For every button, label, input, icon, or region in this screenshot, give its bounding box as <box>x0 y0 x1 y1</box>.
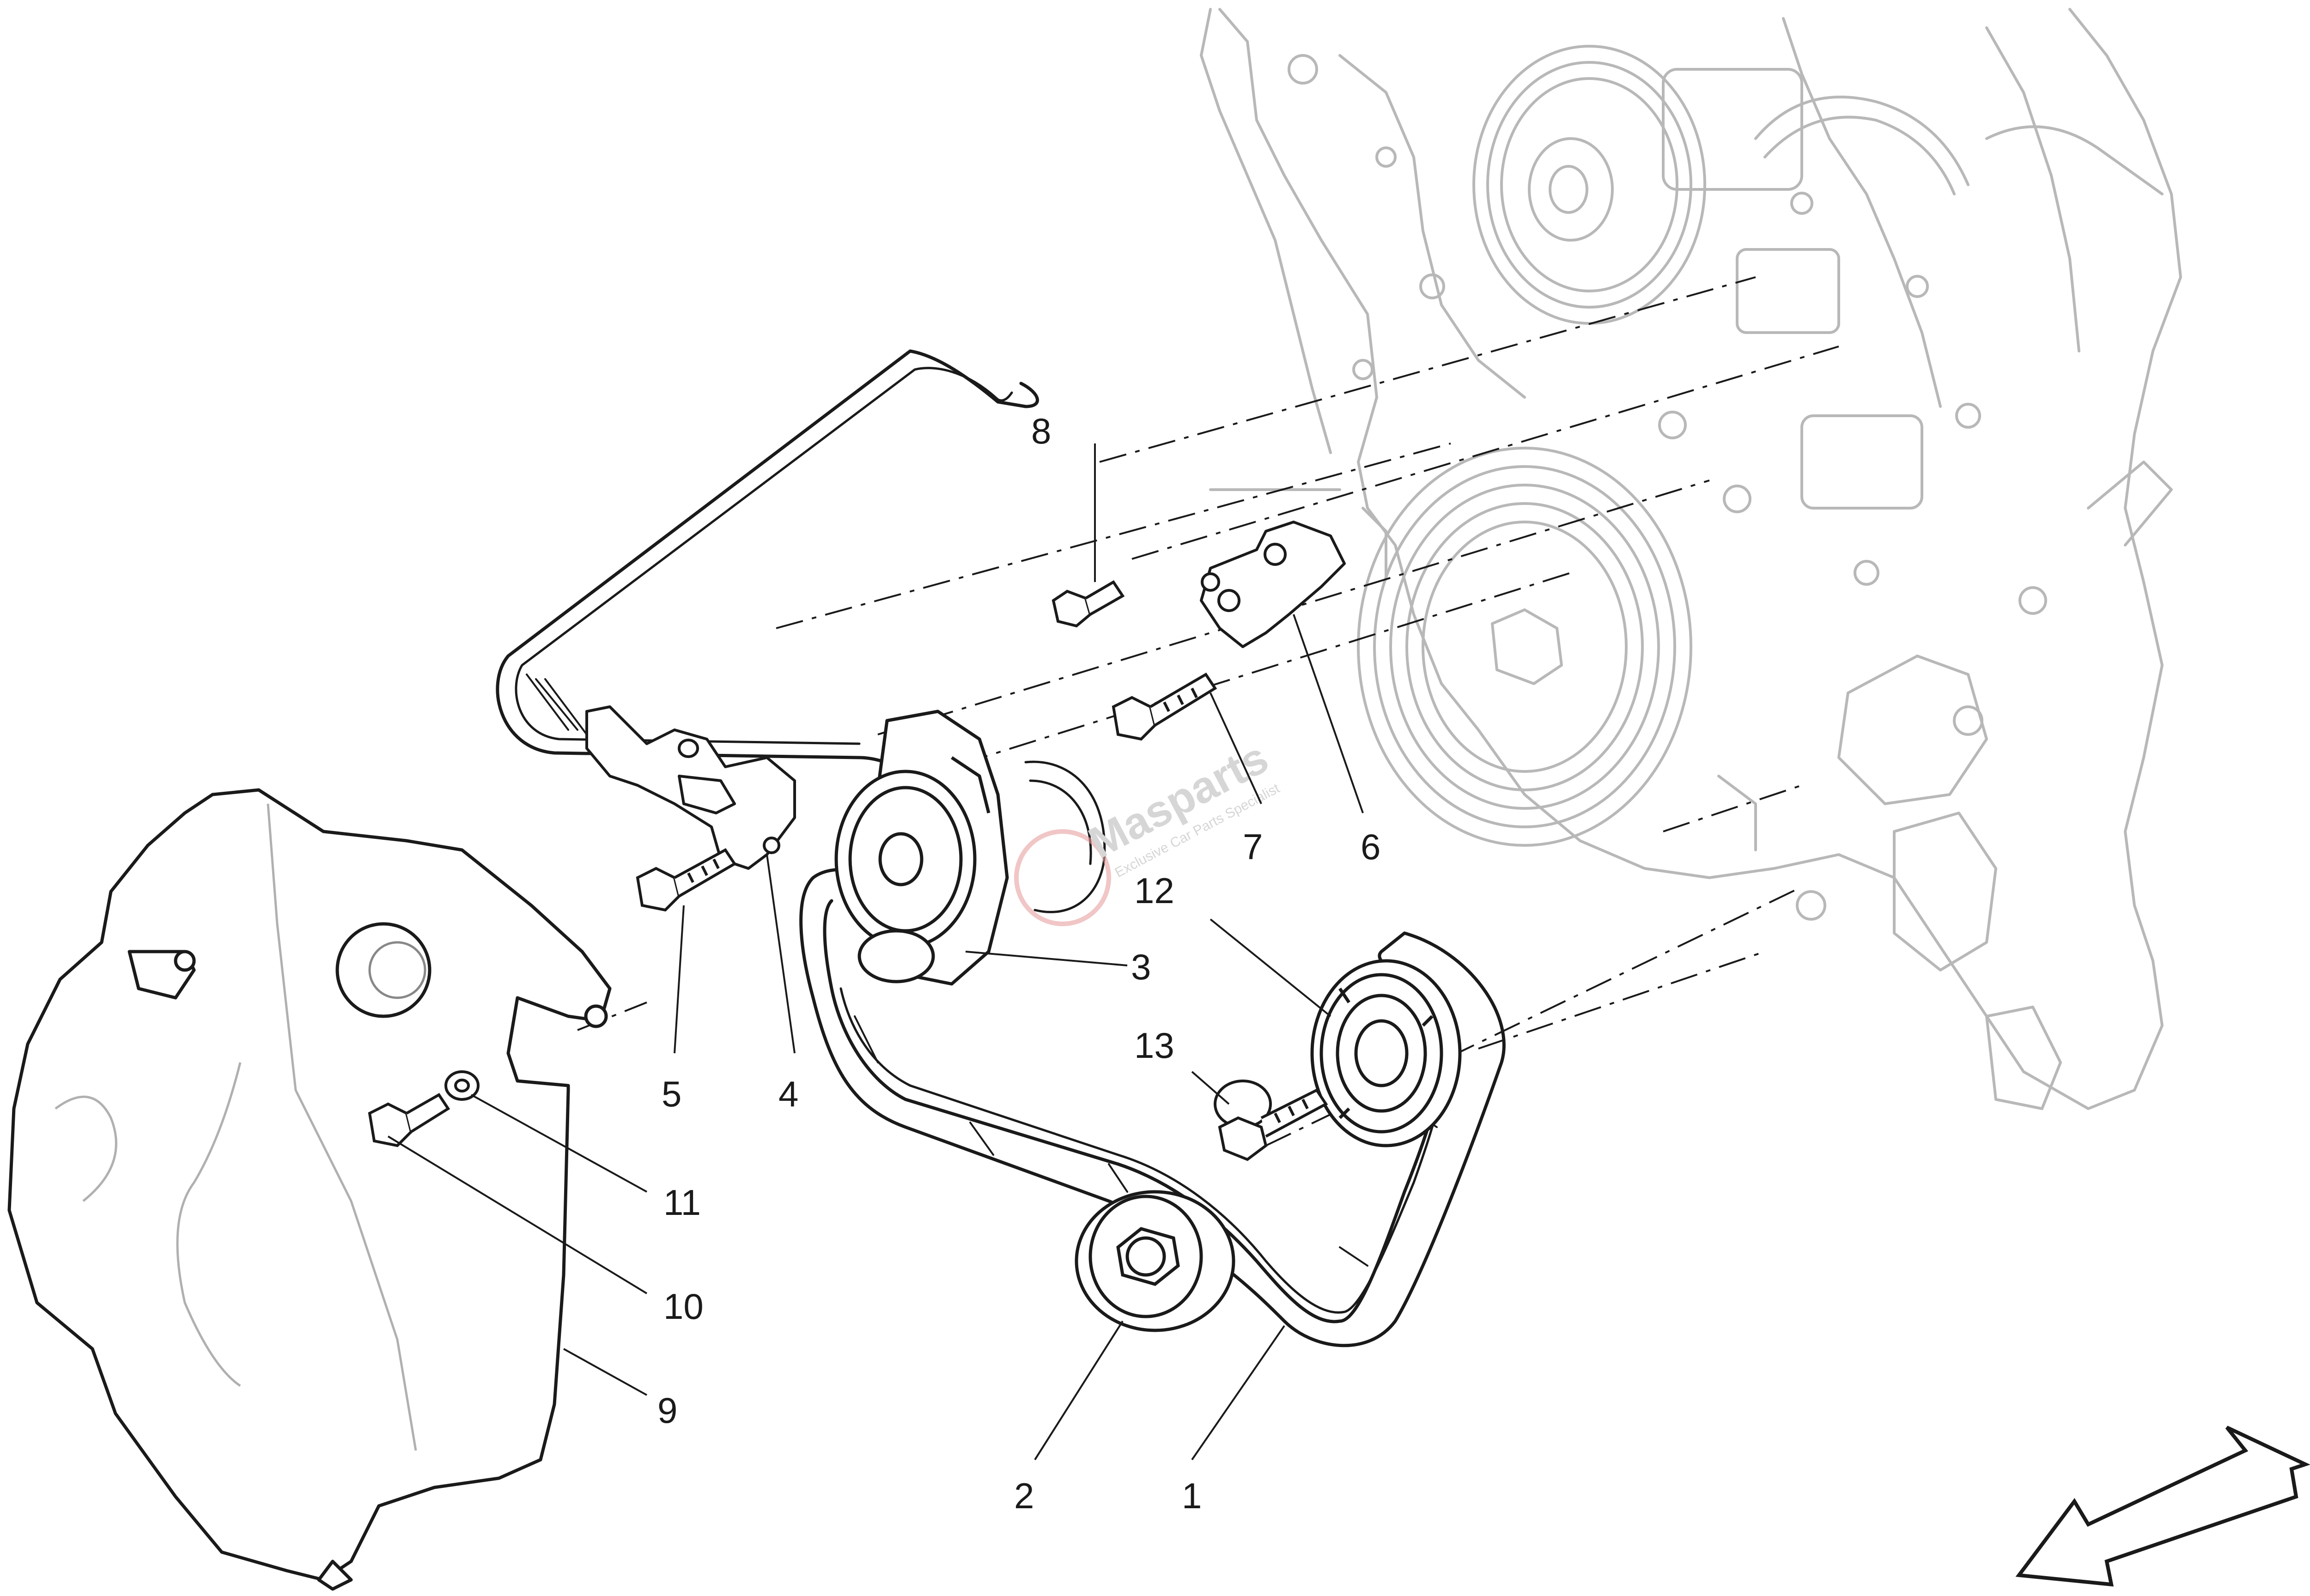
callout-1: 1 <box>1182 1475 1202 1516</box>
callout-2: 2 <box>1014 1475 1034 1516</box>
engine-cover <box>7 788 612 1591</box>
callout-3: 3 <box>1131 947 1151 987</box>
callout-7: 7 <box>1243 826 1263 867</box>
mounting-bracket <box>585 705 796 870</box>
idler-pulley <box>1075 1190 1235 1332</box>
leader-lines <box>387 443 1364 1461</box>
callout-11: 11 <box>663 1182 701 1223</box>
callout-9: 9 <box>657 1390 677 1431</box>
bolt-7 <box>1112 672 1217 741</box>
support-bracket <box>1200 521 1346 648</box>
belt-tensioner <box>834 710 1009 986</box>
callout-4: 4 <box>778 1074 798 1114</box>
bolt-5 <box>636 848 737 912</box>
callout-13: 13 <box>1134 1025 1174 1066</box>
orientation-arrow-icon <box>2015 1426 2310 1587</box>
callout-12: 12 <box>1134 870 1174 911</box>
callout-8: 8 <box>1031 411 1051 451</box>
idler-pulley-12 <box>1310 959 1462 1147</box>
callout-10: 10 <box>663 1286 704 1327</box>
engine-block <box>1200 8 2182 1110</box>
assembly-lines <box>577 276 1839 1147</box>
bolt-13 <box>1214 1080 1328 1161</box>
bolt-10 <box>368 1093 450 1147</box>
bolt-8 <box>1052 580 1125 628</box>
callout-5: 5 <box>662 1074 681 1114</box>
callout-labels: 1 2 3 4 5 6 7 8 9 10 11 12 13 <box>657 411 1380 1516</box>
washer-11 <box>444 1070 480 1101</box>
callout-6: 6 <box>1361 826 1380 867</box>
